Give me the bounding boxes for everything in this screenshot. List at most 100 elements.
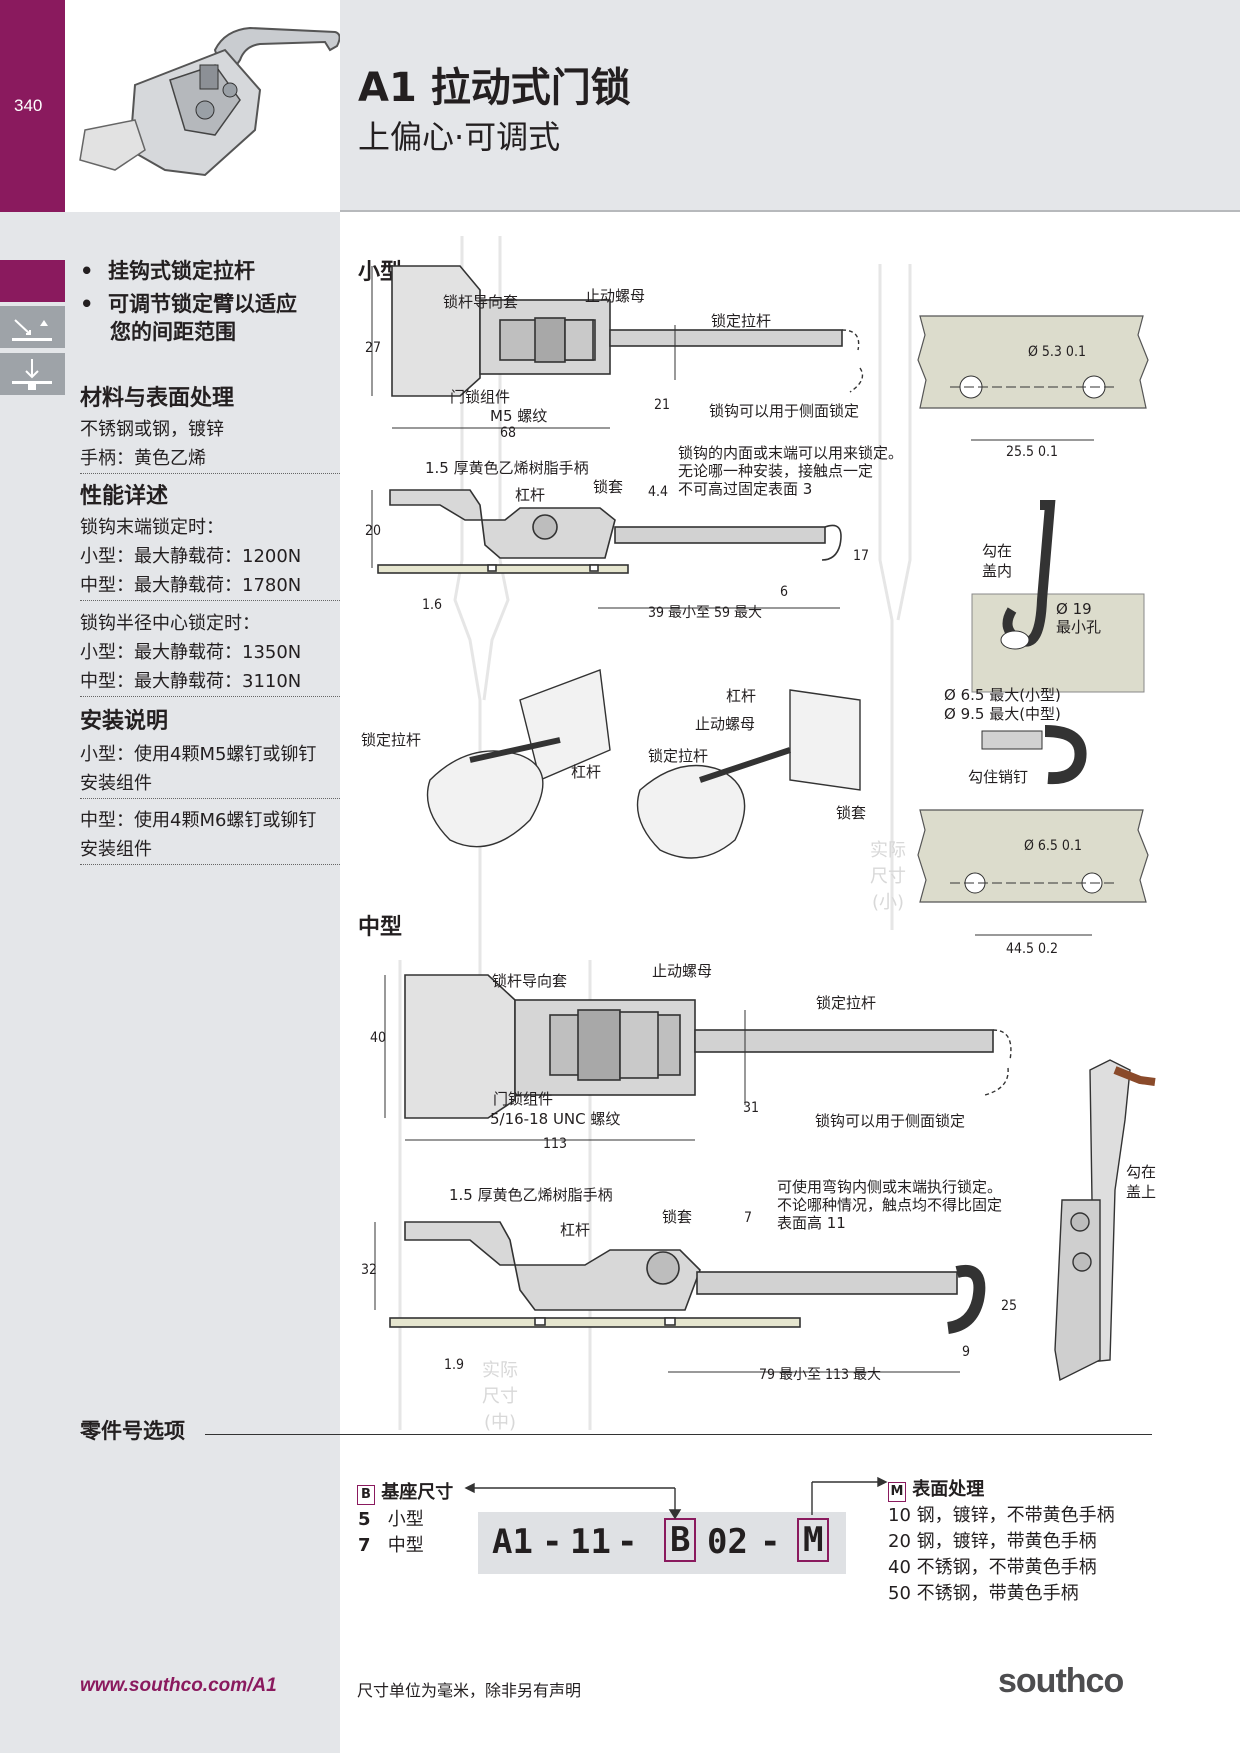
small-side-lock-label: 锁钩可以用于侧面锁定 [709, 402, 860, 420]
ill2-lever-label: 杠杆 [726, 687, 757, 705]
ill-lever-label: 杠杆 [571, 763, 602, 781]
medium-latch-assembly-label: 门锁组件 [493, 1090, 554, 1108]
feature-bullet-cont: 您的间距范围 [110, 320, 236, 344]
medium-keeper-label: 锁套 [662, 1208, 693, 1226]
dim-1.9: 1.9 [444, 1357, 465, 1373]
base-size-heading: B 基座尺寸 [357, 1478, 453, 1505]
dim-31: 31 [743, 1100, 760, 1116]
finish-option: 40 不锈钢，不带黄色手柄 [888, 1557, 1097, 1578]
dim-7: 7 [744, 1210, 753, 1226]
technical-drawings [371, 236, 1156, 1430]
medium-thread-label: 5/16-18 UNC 螺纹 [490, 1110, 621, 1128]
southco-logo: southco [998, 1662, 1124, 1700]
dim-6: 6 [780, 584, 789, 600]
materials-line: 手柄：黄色乙烯 [80, 448, 206, 469]
pn-style: 11 [570, 1522, 611, 1562]
small-hole-spacing: 25.5 0.1 [1006, 444, 1059, 460]
ill2-stop-nut-label: 止动螺母 [695, 715, 756, 733]
small-lock-bar-label: 锁定拉杆 [711, 312, 772, 330]
medium-lever-label: 杠杆 [560, 1221, 591, 1239]
footer-url-link[interactable]: www.southco.com/A1 [80, 1675, 277, 1696]
small-hole-dia: Ø 5.3 0.1 [1028, 344, 1086, 360]
small-guide-sleeve-label: 锁杆导向套 [443, 293, 519, 311]
finish-heading: M 表面处理 [888, 1475, 984, 1502]
finish-option: 50 不锈钢，带黄色手柄 [888, 1583, 1079, 1604]
keeper-spacing: 44.5 0.2 [1006, 941, 1059, 957]
small-keeper-label: 锁套 [593, 478, 624, 496]
feature-bullet: • 可调节锁定臂以适应 [80, 292, 298, 316]
small-latch-assembly-label: 门锁组件 [450, 388, 511, 406]
dim-40: 40 [370, 1030, 387, 1046]
base-option: 7 中型 [358, 1535, 424, 1556]
part-number-box [478, 1512, 846, 1574]
dim-range-small: 39 最小至 59 最大 [648, 605, 763, 621]
medium-note: 可使用弯钩内侧或末端执行锁定。不论哪种情况，触点均不得比固定表面高 11 [777, 1178, 1003, 1232]
pin-medium-label: Ø 9.5 最大(中型) [944, 705, 1061, 723]
performance-line: 中型：最大静载荷：3110N [80, 671, 302, 692]
units-note: 尺寸单位为毫米，除非另有声明 [357, 1681, 582, 1700]
performance-line: 锁钩半径中心锁定时： [80, 613, 260, 634]
medium-side-lock-label: 锁钩可以用于侧面锁定 [815, 1112, 966, 1130]
dim-9: 9 [962, 1344, 971, 1360]
dim-4.4: 4.4 [648, 484, 669, 500]
hook-pin-label: 勾住销钉 [968, 768, 1029, 786]
divider [80, 696, 340, 697]
small-lever-label: 杠杆 [515, 486, 546, 504]
hook-on-lid-label: 勾在盖上 [1126, 1163, 1157, 1201]
dim-113: 113 [543, 1136, 568, 1152]
finish-option: 10 钢，镀锌，不带黄色手柄 [888, 1505, 1115, 1526]
page-title: A1 拉动式门锁 [358, 65, 631, 111]
medium-lock-bar-label: 锁定拉杆 [816, 994, 877, 1012]
sidebar-panel [0, 212, 340, 1753]
performance-heading: 性能详述 [80, 484, 169, 509]
pn-dash: - [760, 1522, 781, 1562]
part-number-rule [205, 1434, 1152, 1435]
base-option: 5 小型 [358, 1509, 424, 1530]
actual-size-small: 实际尺寸(小) [870, 840, 906, 913]
medium-stop-nut-label: 止动螺母 [652, 962, 713, 980]
dim-1.6: 1.6 [422, 597, 443, 613]
divider [80, 473, 340, 474]
pn-dash: - [542, 1522, 563, 1562]
pn-variant: 02 [707, 1522, 748, 1562]
dim-range-medium: 79 最小至 113 最大 [759, 1367, 882, 1383]
divider [80, 600, 340, 601]
dim-21: 21 [654, 397, 671, 413]
ill-lock-bar-label: 锁定拉杆 [361, 731, 422, 749]
actual-size-medium: 实际尺寸(中) [482, 1360, 518, 1433]
dim-25: 25 [1001, 1298, 1018, 1314]
divider [80, 864, 340, 865]
page-subtitle: 上偏心·可调式 [358, 118, 561, 156]
part-number-arrows [464, 1476, 888, 1520]
page-number: 340 [14, 96, 43, 115]
install-heading: 安装说明 [80, 709, 169, 734]
ill2-keeper-label: 锁套 [836, 804, 867, 822]
pn-base-code: B [664, 1518, 697, 1562]
medium-section-title: 中型 [358, 915, 403, 940]
keeper-hole-dia: Ø 6.5 0.1 [1024, 838, 1082, 854]
feature-bullet: • 挂钩式锁定拉杆 [80, 259, 256, 283]
install-line: 安装组件 [80, 773, 152, 794]
divider [80, 798, 340, 799]
header-panel [340, 0, 1240, 210]
dim-32: 32 [361, 1262, 378, 1278]
base-letter-box: B [357, 1485, 375, 1505]
part-number-heading: 零件号选项 [80, 1419, 185, 1443]
page-tab [0, 0, 65, 212]
dim-17: 17 [853, 548, 870, 564]
pn-finish-code: M [797, 1518, 830, 1562]
performance-line: 中型：最大静载荷：1780N [80, 575, 302, 596]
performance-line: 小型：最大静载荷：1200N [80, 546, 302, 567]
product-photo [65, 0, 341, 212]
dim-27: 27 [365, 340, 382, 356]
install-line: 小型：使用4颗M5螺钉或铆钉 [80, 744, 317, 765]
install-line: 中型：使用4颗M6螺钉或铆钉 [80, 810, 317, 831]
dim-68: 68 [500, 425, 517, 441]
hook-in-lid-label: 勾在盖内 [982, 542, 1013, 580]
materials-heading: 材料与表面处理 [80, 386, 235, 411]
small-note: 锁钩的内面或末端可以用来锁定。无论哪一种安装，接触点一定不可高过固定表面 3 [678, 444, 904, 498]
pn-dash: - [617, 1522, 638, 1562]
header-divider [340, 210, 1240, 212]
small-thread-label: M5 螺纹 [490, 407, 548, 425]
small-stop-nut-label: 止动螺母 [585, 287, 646, 305]
